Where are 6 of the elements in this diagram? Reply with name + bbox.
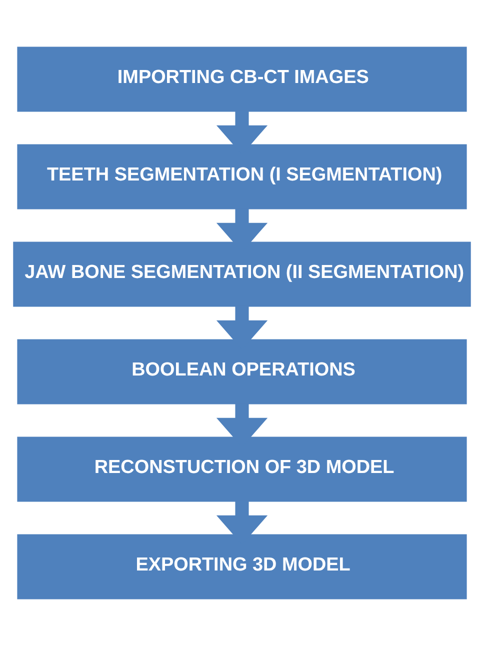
node-box: EXPORTING 3D MODEL: [17, 534, 467, 600]
node-box: IMPORTING CB-CT IMAGES: [17, 46, 467, 112]
node-box: JAW BONE SEGMENTATION (II SEGMENTATION): [13, 242, 471, 307]
node-box: RECONSTUCTION OF 3D MODEL: [17, 436, 467, 502]
node-box: TEETH SEGMENTATION (I SEGMENTATION): [17, 144, 467, 210]
node-box: BOOLEAN OPERATIONS: [17, 339, 467, 404]
